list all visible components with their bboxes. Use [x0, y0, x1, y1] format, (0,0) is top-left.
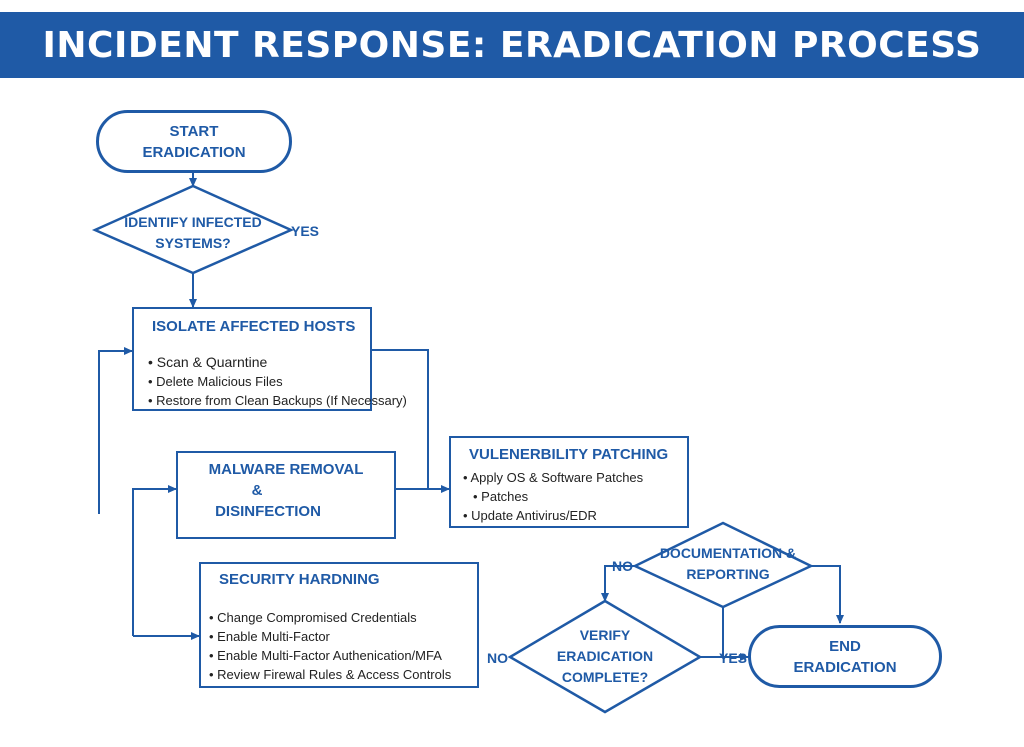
list-item: Update Antivirus/EDR	[463, 506, 643, 525]
end-eradication-node: END ERADICATION	[748, 625, 942, 688]
edge-loop-malware	[132, 485, 177, 636]
malware-line1: MALWARE REMOVAL	[208, 461, 364, 478]
verify-yes-label: YES	[719, 650, 748, 666]
header-bar: INCIDENT RESPONSE: ERADICATION PROCESS	[0, 12, 1024, 78]
security-hardening-box: SECURITY HARDNING Change Compromised Cre…	[199, 562, 479, 688]
documentation-line1: DOCUMENTATION &	[659, 545, 797, 561]
identify-yes-label: YES	[291, 223, 320, 239]
patching-list: Apply OS & Software Patches Patches Upda…	[463, 468, 643, 525]
isolate-hosts-box: ISOLATE AFFECTED HOSTS Scan & Quarntine …	[132, 307, 407, 411]
isolate-list: Scan & Quarntine Delete Malicious Files …	[148, 353, 407, 410]
hardening-title: SECURITY HARDNING	[219, 571, 380, 588]
start-eradication-node: START ERADICATION	[96, 110, 292, 173]
malware-line2: &	[251, 482, 263, 499]
list-item: Enable Multi-Factor Authenication/MFA	[209, 646, 451, 665]
list-item: Enable Multi-Factor	[209, 627, 451, 646]
doc-no-label: NO	[612, 558, 633, 574]
verify-no-label: NO	[487, 650, 508, 666]
isolate-title: ISOLATE AFFECTED HOSTS	[152, 318, 356, 335]
end-line2: ERADICATION	[793, 658, 897, 676]
identify-line1: IDENTIFY INFECTED	[124, 214, 262, 230]
documentation-line2: REPORTING	[686, 566, 770, 582]
page-title: INCIDENT RESPONSE: ERADICATION PROCESS	[42, 24, 982, 66]
list-item: Review Firewal Rules & Access Controls	[209, 665, 451, 684]
list-item: Restore from Clean Backups (If Necessary…	[148, 391, 407, 410]
identify-decision-text: IDENTIFY INFECTED SYSTEMS?	[110, 212, 276, 254]
verify-line3: COMPLETE?	[561, 669, 649, 685]
vulnerability-patching-box: VULENERBILITY PATCHING Apply OS & Softwa…	[449, 436, 689, 528]
malware-removal-box: MALWARE REMOVAL & DISINFECTION	[176, 451, 396, 539]
list-item: Delete Malicious Files	[148, 372, 407, 391]
verify-line2: ERADICATION	[556, 648, 654, 664]
list-item: Apply OS & Software Patches	[463, 468, 643, 487]
list-item-wrap: Patches	[463, 487, 643, 506]
malware-text: MALWARE REMOVAL & DISINFECTION	[178, 459, 394, 522]
identify-line2: SYSTEMS?	[155, 235, 231, 251]
list-item: Scan & Quarntine	[148, 353, 407, 372]
hardening-list: Change Compromised Credentials Enable Mu…	[209, 608, 451, 684]
start-line1: START	[169, 122, 219, 140]
documentation-decision-text: DOCUMENTATION & REPORTING	[648, 543, 808, 585]
list-item: Change Compromised Credentials	[209, 608, 451, 627]
start-line2: ERADICATION	[142, 143, 246, 161]
verify-decision-text: VERIFY ERADICATION COMPLETE?	[535, 625, 675, 688]
verify-line1: VERIFY	[579, 627, 631, 643]
malware-line3: DISINFECTION	[215, 503, 321, 520]
patching-title: VULENERBILITY PATCHING	[469, 446, 669, 463]
edge-doc-end	[811, 565, 844, 624]
end-line1: END	[829, 637, 861, 655]
edge-loop-isolate	[98, 347, 133, 514]
